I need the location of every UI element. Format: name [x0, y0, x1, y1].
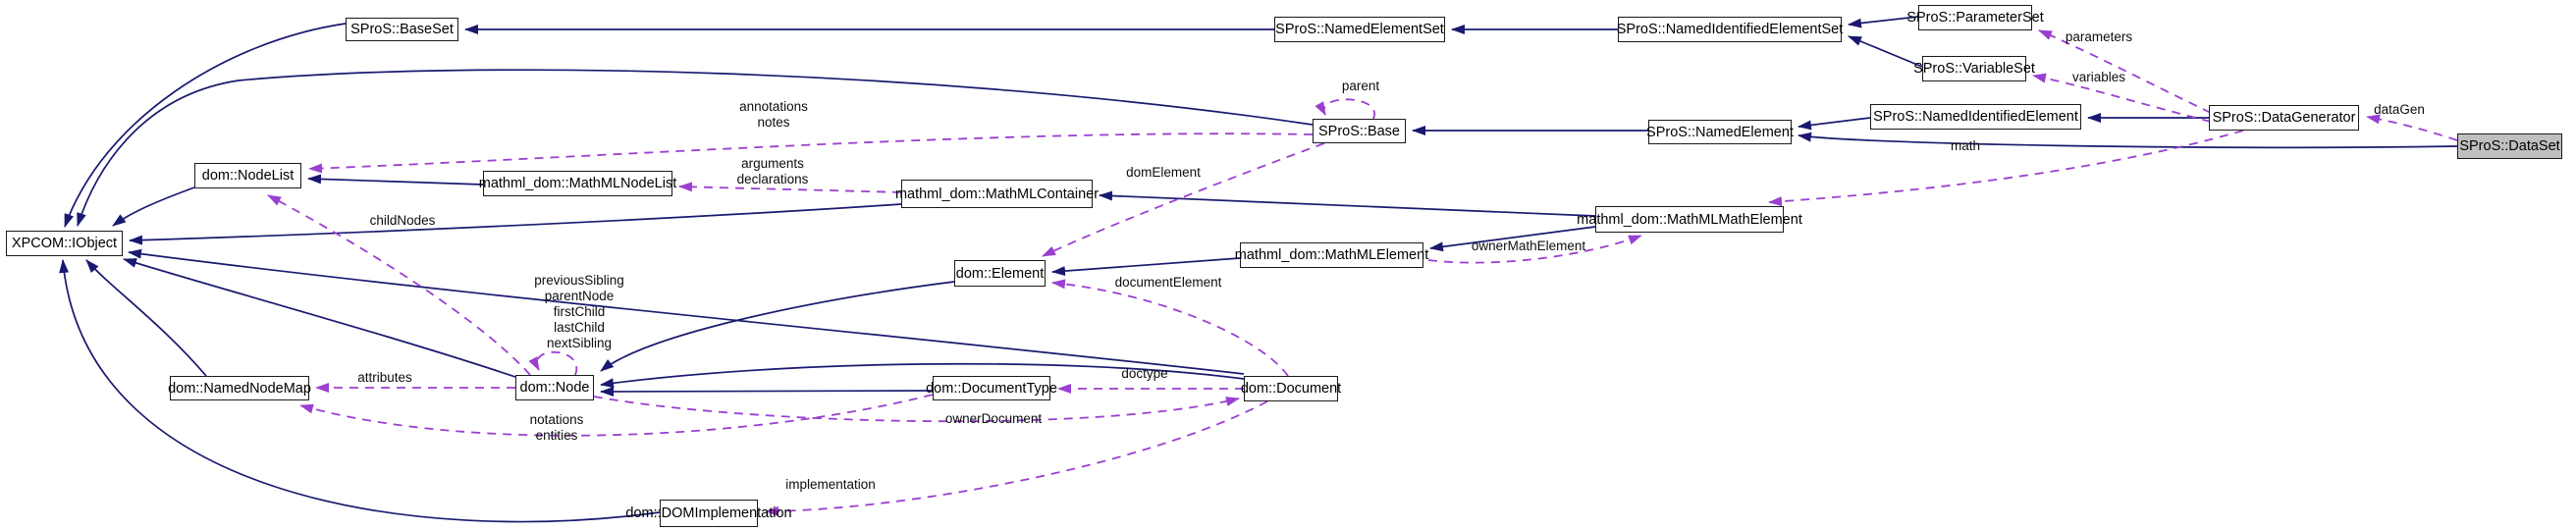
edge-element-to-node [600, 281, 955, 372]
class-node-spros-base[interactable]: SProS::Base [1313, 119, 1406, 143]
edge-mathmlmathelement-to-mathmlelement [1429, 226, 1596, 252]
edge-baseset-to-iobject [64, 23, 347, 228]
class-node-mathml-mathelement[interactable]: mathml_dom::MathMLMathElement [1577, 206, 1802, 233]
edge-parameterset-to-namedidentifiedelementset [1848, 16, 1919, 28]
class-node-spros-baseset[interactable]: SProS::BaseSet [346, 18, 458, 41]
class-node-dom-namednodemap[interactable]: dom::NamedNodeMap [168, 376, 311, 400]
class-node-spros-variableset[interactable]: SProS::VariableSet [1913, 56, 2035, 81]
edge-mathmlcontainer-to-iobject [129, 203, 902, 245]
edge-label-implementation: implementation [785, 477, 876, 492]
class-node-spros-datagenerator[interactable]: SProS::DataGenerator [2209, 105, 2359, 131]
edge-dataset-datagen-datagenerator [2366, 114, 2458, 141]
edge-mathmlelement-ownermathelement-mathmlmathelement [1427, 235, 1642, 264]
class-node-dom-node[interactable]: dom::Node [515, 375, 594, 400]
edge-datagenerator-parameters-parameterset [2038, 29, 2212, 114]
edge-label-node-self: previousSibling parentNode firstChild la… [534, 273, 624, 350]
edge-label-notations-entities: notations entities [529, 412, 584, 443]
class-node-dom-domimplementation[interactable]: dom::DOMImplementation [625, 500, 792, 527]
edge-node-childnodes-nodelist [267, 194, 531, 376]
edge-document-documentelement-element [1051, 279, 1289, 377]
edge-label-variables: variables [2071, 70, 2126, 84]
class-node-spros-namedelement[interactable]: SProS::NamedElement [1646, 120, 1794, 144]
edge-namednodemap-to-iobject [85, 259, 207, 377]
class-node-spros-namedidentifiedelementset[interactable]: SProS::NamedIdentifiedElementSet [1617, 17, 1843, 42]
edge-label-attributes: attributes [357, 370, 412, 385]
edge-datagenerator-variables-variableset [2032, 73, 2212, 123]
class-node-spros-namedidentifiedelement[interactable]: SProS::NamedIdentifiedElement [1870, 104, 2081, 130]
edge-label-documentelement: documentElement [1114, 275, 1222, 290]
class-node-mathml-container[interactable]: mathml_dom::MathMLContainer [895, 180, 1099, 208]
edge-mathmlcontainer-arguments-declarations-mathmlnodelist [678, 182, 902, 193]
edge-document-to-iobject [128, 248, 1245, 375]
class-node-mathml-element[interactable]: mathml_dom::MathMLElement [1235, 242, 1428, 268]
edge-document-to-node [600, 362, 1245, 389]
edge-label-arguments-declarations: arguments declarations [736, 156, 809, 186]
edge-node-to-iobject [123, 258, 516, 378]
class-node-spros-dataset[interactable]: SProS::DataSet [2457, 133, 2562, 159]
class-node-mathml-nodelist[interactable]: mathml_dom::MathMLNodeList [479, 171, 676, 196]
edge-label-annotations-notes: annotations notes [739, 99, 808, 130]
edge-label-ownermathelement: ownerMathElement [1471, 239, 1586, 253]
edge-datagenerator-math-mathmlmathelement [1768, 130, 2244, 207]
class-node-spros-namedelementset[interactable]: SProS::NamedElementSet [1274, 17, 1445, 42]
edge-label-domelement: domElement [1126, 165, 1201, 180]
edge-base-domelement-element [1042, 142, 1325, 257]
edge-label-ownerdocument: ownerDocument [944, 411, 1043, 426]
edge-nodelist-to-iobject [112, 186, 195, 227]
class-node-xpcom-iobject[interactable]: XPCOM::IObject [6, 231, 123, 256]
edge-label-math: math [1950, 138, 1981, 153]
edge-base-annotations-notes-nodelist [308, 133, 1314, 174]
edge-label-childnodes: childNodes [369, 213, 436, 228]
class-node-dom-element[interactable]: dom::Element [954, 260, 1046, 287]
edge-label-doctype: doctype [1121, 366, 1168, 381]
class-node-dom-document[interactable]: dom::Document [1241, 376, 1341, 401]
edge-dataset-to-namedelement [1798, 132, 2458, 149]
edge-label-parent: parent [1341, 79, 1380, 93]
edge-node-siblings-selfloop [528, 350, 578, 376]
edge-base-to-iobject [77, 69, 1314, 227]
edge-documenttype-to-node [600, 386, 934, 397]
edge-mathmlelement-to-element [1051, 257, 1241, 277]
edge-document-implementation-domimplementation [765, 400, 1268, 516]
edge-label-datagen: dataGen [2374, 102, 2425, 117]
edge-mathmlmathelement-to-mathmlcontainer [1099, 190, 1596, 217]
edge-documenttype-notations-entities-namednodemap [299, 394, 934, 437]
class-node-spros-parameterset[interactable]: SProS::ParameterSet [1906, 5, 2044, 30]
edge-node-ownerdocument-document [593, 396, 1240, 423]
class-node-dom-nodelist[interactable]: dom::NodeList [194, 163, 301, 188]
edge-label-parameters: parameters [2065, 29, 2133, 44]
edge-base-parent-selfloop [1315, 98, 1376, 120]
edge-variableset-to-namedidentifiedelementset [1848, 35, 1923, 68]
edge-domimplementation-to-iobject [59, 259, 661, 523]
class-node-dom-documenttype[interactable]: dom::DocumentType [926, 376, 1057, 400]
edge-namedidentifiedelement-to-namedelement [1798, 117, 1871, 131]
edge-mathmlnodelist-to-nodelist [307, 174, 484, 186]
